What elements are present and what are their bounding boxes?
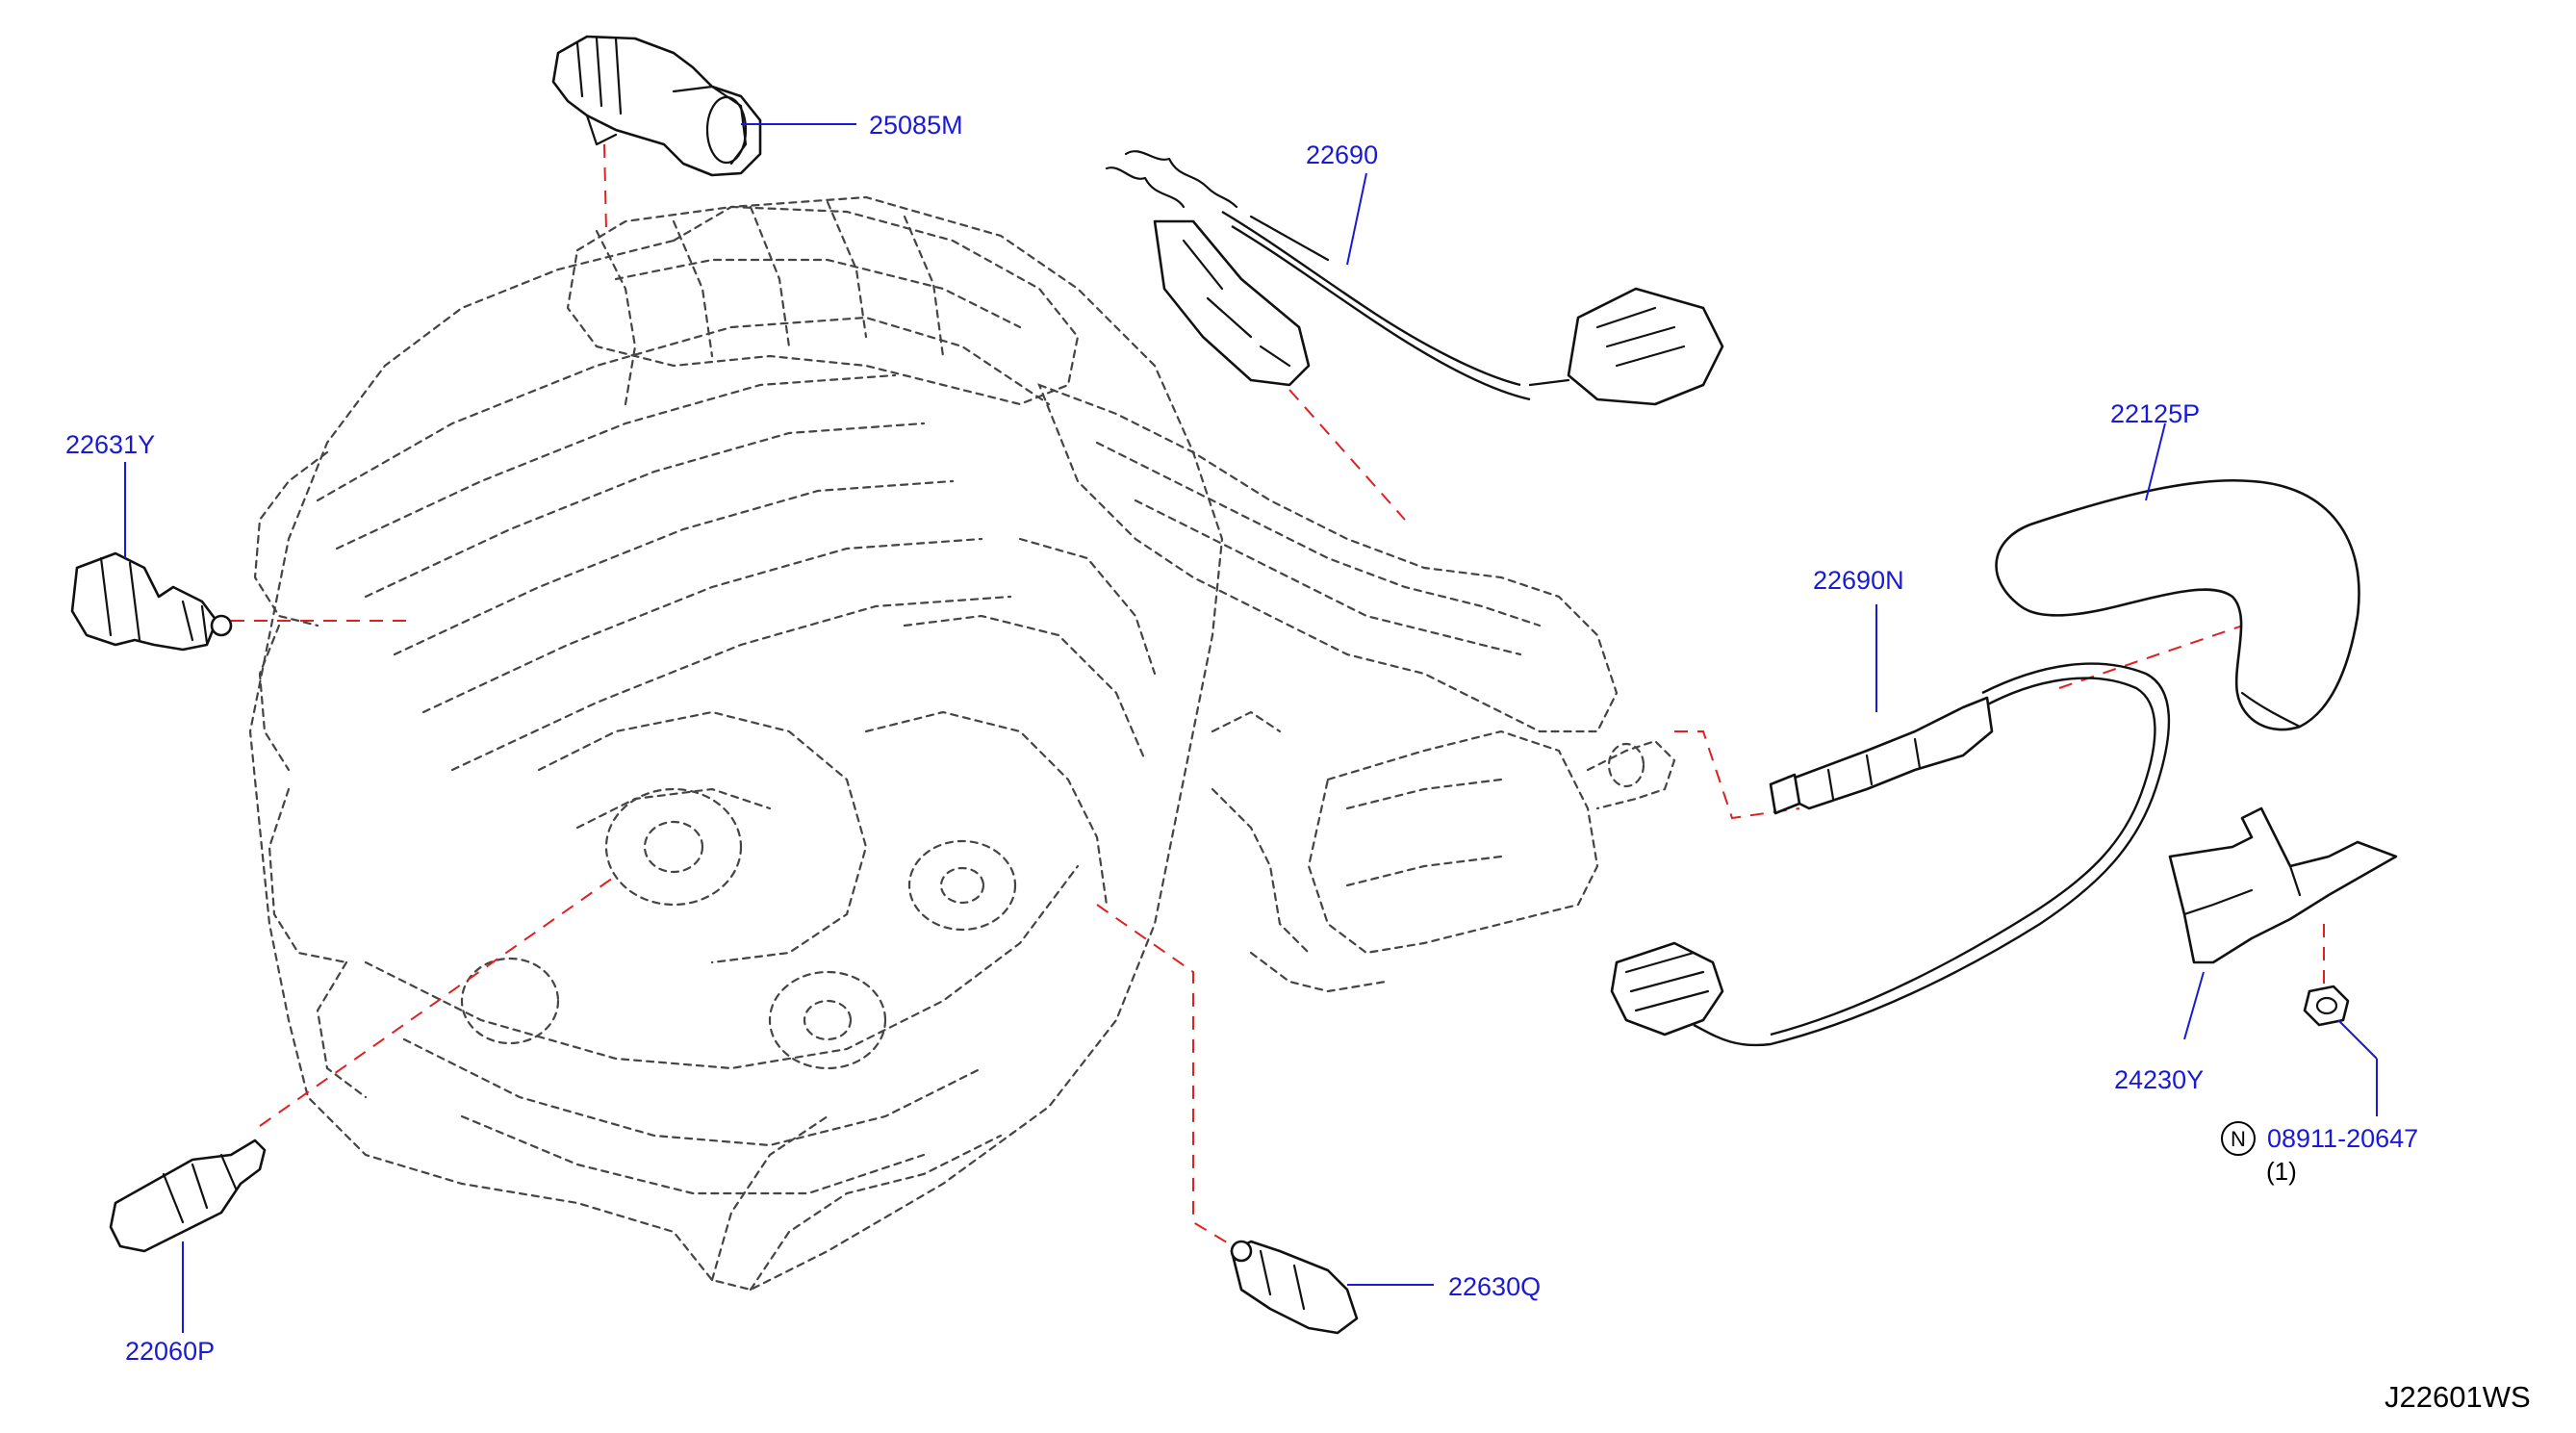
label-08911-20647[interactable]: 08911-20647 [2267,1124,2418,1153]
part-22630q-sensor[interactable] [1230,1240,1359,1335]
label-22690n[interactable]: 22690N [1813,566,1904,595]
part-25085m-connector[interactable] [551,35,762,177]
label-22631y[interactable]: 22631Y [65,430,155,459]
label-22125p[interactable]: 22125P [2110,399,2200,428]
label-25085m[interactable]: 25085M [869,111,963,140]
hidden-link-lines [231,143,2325,1252]
leader-lines [124,123,2378,1333]
label-22690[interactable]: 22690 [1306,141,1378,169]
diagram-reference-code: J22601WS [2385,1380,2531,1414]
label-24230y[interactable]: 24230Y [2114,1065,2204,1094]
part-22060p-sensor[interactable] [109,1139,267,1253]
engine-ghost-outline [248,195,1676,1292]
quantity-08911-20647: (1) [2266,1157,2297,1186]
label-22060p[interactable]: 22060P [125,1337,215,1366]
part-08911-20647-nut[interactable] [2303,985,2350,1027]
part-labels: 25085M 22690 22631Y 22125P 22690N 24230Y… [65,111,2531,1414]
part-22631y-sensor[interactable] [70,551,233,652]
n-marker-circle [2221,1121,2256,1156]
n-marker-letter: N [2231,1127,2246,1151]
part-22690-sensor[interactable] [1105,150,1724,406]
part-24230y-bracket[interactable] [2168,806,2398,964]
label-22630q[interactable]: 22630Q [1448,1272,1541,1301]
part-22125p-heat-shield[interactable] [1995,478,2360,731]
part-22690n-sensor[interactable] [1610,662,2171,1047]
